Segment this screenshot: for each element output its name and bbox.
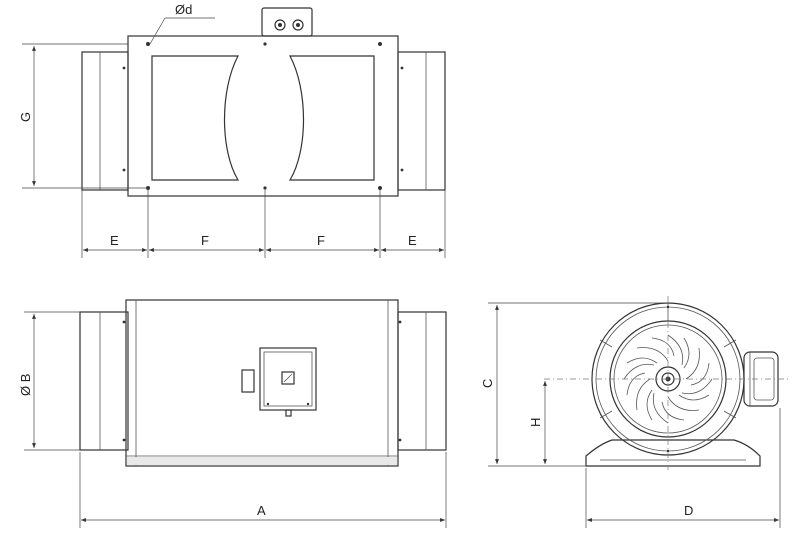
rating-plate [241,369,255,393]
mounting-bracket-plate [127,35,399,197]
terminal-box-icon [261,7,313,37]
fan-mounting-base [585,439,761,467]
dimension-label-f-left: F [201,233,209,248]
left-duct-collar [81,51,129,191]
dimension-label-c: C [480,379,495,388]
bracket-cutout-left [151,55,240,181]
side-right-duct-collar [397,311,447,451]
front-view: C H D [480,296,790,528]
side-view: Ø B A [18,299,447,528]
dimension-label-d: D [684,503,693,518]
dimension-label-f-right: F [317,233,325,248]
top-view: Ød G E F F E [18,2,446,258]
right-duct-collar [397,51,446,191]
dimension-label-g: G [18,112,33,122]
diameter-d-leader [149,17,166,45]
dimension-label-e-right: E [408,233,417,248]
dimension-label-a: A [257,503,266,518]
side-left-duct-collar [79,311,129,451]
dimension-label-e-left: E [110,233,119,248]
bracket-cutout-right [288,55,375,181]
mounting-holes [122,42,404,190]
dimension-chain-efe [81,190,446,258]
dimension-label-h: H [528,418,543,427]
fan-housing-body [125,299,399,467]
diameter-d-label: Ød [175,2,192,17]
terminal-box-icon [259,347,317,417]
dimension-label-b: Ø B [18,374,33,396]
